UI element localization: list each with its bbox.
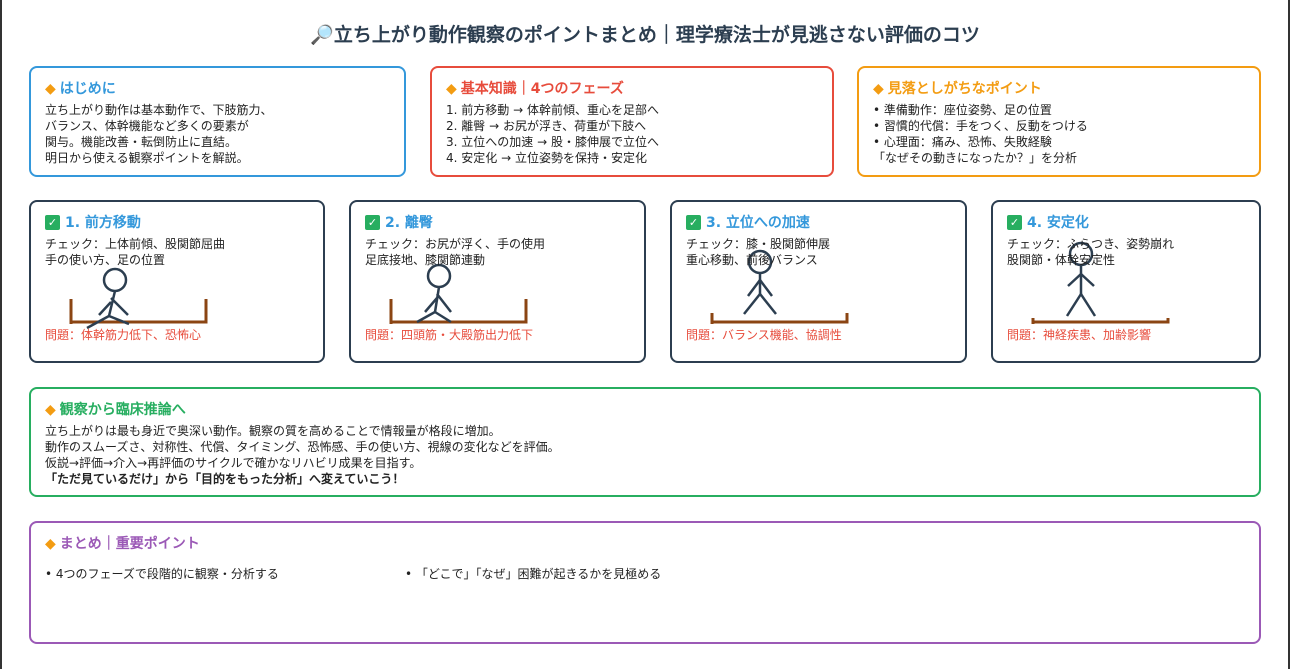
phase-card-1: ✓ 1. 前方移動 チェック：上体前傾、股関節屈曲 手の使い方、足の位置 問題：体… bbox=[29, 200, 325, 363]
intro-heading: はじめに bbox=[59, 81, 116, 97]
pitfalls-line: • 準備動作：座位姿勢、足の位置 bbox=[873, 103, 1052, 117]
check-icon: ✓ bbox=[686, 215, 701, 230]
check-icon: ✓ bbox=[365, 215, 380, 230]
phase-line: チェック：ふらつき、姿勢崩れ bbox=[1007, 237, 1175, 251]
pitfalls-card: ◆見落としがちなポイント • 準備動作：座位姿勢、足の位置 • 習慣的代償：手を… bbox=[857, 66, 1261, 177]
pitfalls-line: • 習慣的代償：手をつく、反動をつける bbox=[873, 119, 1088, 133]
phase-card-4: ✓ 4. 安定化 チェック：ふらつき、姿勢崩れ 股関節・体幹安定性 問題：神経疾患… bbox=[991, 200, 1261, 363]
diamond-icon: ◆ bbox=[446, 81, 457, 97]
reasoning-line: 立ち上がりは最も身近で奥深い動作。観察の質を高めることで情報量が格段に増加。 bbox=[45, 424, 501, 438]
summary-item: • 「どこで」「なぜ」困難が起きるかを見極める bbox=[405, 567, 662, 581]
intro-line: 立ち上がり動作は基本動作で、下肢筋力、 bbox=[45, 103, 273, 117]
summary-heading: まとめ｜重要ポイント bbox=[59, 536, 200, 552]
phase-heading: 4. 安定化 bbox=[1027, 215, 1089, 231]
phase-line: 足底接地、膝関節連動 bbox=[365, 253, 486, 267]
phase-heading: 3. 立位への加速 bbox=[706, 215, 810, 231]
reasoning-heading: 観察から臨床推論へ bbox=[59, 402, 186, 418]
summary-item: • 4つのフェーズで段階的に観察・分析する bbox=[45, 567, 279, 581]
reasoning-emphasis: 「ただ見ているだけ」から「目的をもった分析」へ変えていこう！ bbox=[45, 472, 405, 486]
intro-line: 関与。機能改善・転倒防止に直結。 bbox=[45, 135, 238, 149]
reasoning-line: 動作のスムーズさ、対称性、代償、タイミング、恐怖感、手の使い方、視線の変化などを… bbox=[45, 440, 560, 454]
phase-problem: 問題：神経疾患、加齢影響 bbox=[1007, 328, 1152, 342]
phase-problem: 問題：バランス機能、協調性 bbox=[686, 328, 842, 342]
check-icon: ✓ bbox=[1007, 215, 1022, 230]
basics-card: ◆基本知識｜4つのフェーズ 1. 前方移動 → 体幹前傾、重心を足部へ 2. 離… bbox=[430, 66, 834, 177]
phase-line: 手の使い方、足の位置 bbox=[45, 253, 166, 267]
pitfalls-heading: 見落としがちなポイント bbox=[887, 81, 1042, 97]
page-title: 🔎立ち上がり動作観察のポイントまとめ｜理学療法士が見逃さない評価のコツ bbox=[310, 24, 980, 46]
phase-line: チェック：お尻が浮く、手の使用 bbox=[365, 237, 546, 251]
phase-card-3: ✓ 3. 立位への加速 チェック：膝・股関節伸展 重心移動、前後バランス 問題：バ… bbox=[670, 200, 967, 363]
phase-line: チェック：上体前傾、股関節屈曲 bbox=[45, 237, 226, 251]
basics-line: 4. 安定化 → 立位姿勢を保持・安定化 bbox=[446, 151, 647, 165]
phase-card-2: ✓ 2. 離臀 チェック：お尻が浮く、手の使用 足底接地、膝関節連動 問題：四頭筋… bbox=[349, 200, 646, 363]
pitfalls-line: • 心理面：痛み、恐怖、失敗経験 bbox=[873, 135, 1052, 149]
summary-card: ◆まとめ｜重要ポイント • 4つのフェーズで段階的に観察・分析する • 「どこで… bbox=[29, 521, 1261, 644]
diamond-icon: ◆ bbox=[45, 81, 56, 97]
phase-heading: 1. 前方移動 bbox=[65, 215, 141, 231]
intro-card: ◆はじめに 立ち上がり動作は基本動作で、下肢筋力、 バランス、体幹機能など多くの… bbox=[29, 66, 406, 177]
diamond-icon: ◆ bbox=[45, 536, 56, 552]
phase-line: 重心移動、前後バランス bbox=[686, 253, 818, 267]
phase-problem: 問題：体幹筋力低下、恐怖心 bbox=[45, 328, 202, 342]
intro-line: バランス、体幹機能など多くの要素が bbox=[45, 119, 249, 133]
phase-heading: 2. 離臀 bbox=[385, 215, 433, 231]
pitfalls-line: 「なぜその動きになったか？」を分析 bbox=[873, 151, 1078, 165]
reasoning-line: 仮説→評価→介入→再評価のサイクルで確かなリハビリ成果を目指す。 bbox=[45, 456, 422, 470]
intro-line: 明日から使える観察ポイントを解説。 bbox=[45, 151, 249, 165]
basics-line: 3. 立位への加速 → 股・膝伸展で立位へ bbox=[446, 135, 659, 149]
phase-line: チェック：膝・股関節伸展 bbox=[686, 237, 831, 251]
phase-line: 股関節・体幹安定性 bbox=[1007, 253, 1116, 267]
basics-line: 1. 前方移動 → 体幹前傾、重心を足部へ bbox=[446, 103, 659, 117]
reasoning-card: ◆観察から臨床推論へ 立ち上がりは最も身近で奥深い動作。観察の質を高めることで情… bbox=[29, 387, 1261, 497]
diamond-icon: ◆ bbox=[873, 81, 884, 97]
basics-heading: 基本知識｜4つのフェーズ bbox=[460, 81, 624, 97]
basics-line: 2. 離臀 → お尻が浮き、荷重が下肢へ bbox=[446, 119, 647, 133]
diamond-icon: ◆ bbox=[45, 402, 56, 418]
check-icon: ✓ bbox=[45, 215, 60, 230]
phase-problem: 問題：四頭筋・大殿筋出力低下 bbox=[365, 328, 534, 342]
